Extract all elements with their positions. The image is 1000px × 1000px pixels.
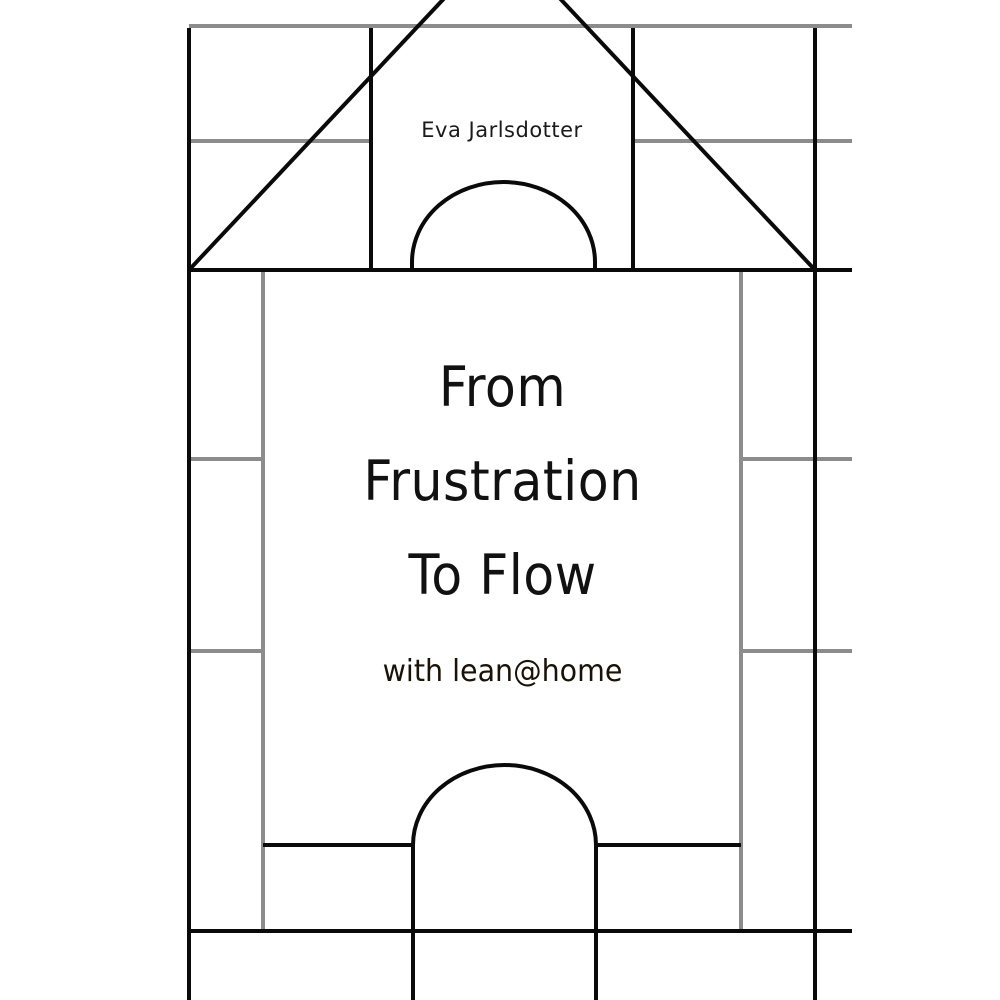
gray-grid-lines xyxy=(189,24,852,930)
title-line-1: From xyxy=(438,355,567,419)
author-name: Eva Jarlsdotter xyxy=(421,118,583,142)
title-line-3: To Flow xyxy=(408,543,597,607)
black-structure-lines xyxy=(187,0,852,1000)
title-line-2: Frustration xyxy=(363,449,642,513)
book-subtitle: with lean@home xyxy=(382,654,623,689)
book-title: From Frustration To Flow xyxy=(284,340,721,622)
